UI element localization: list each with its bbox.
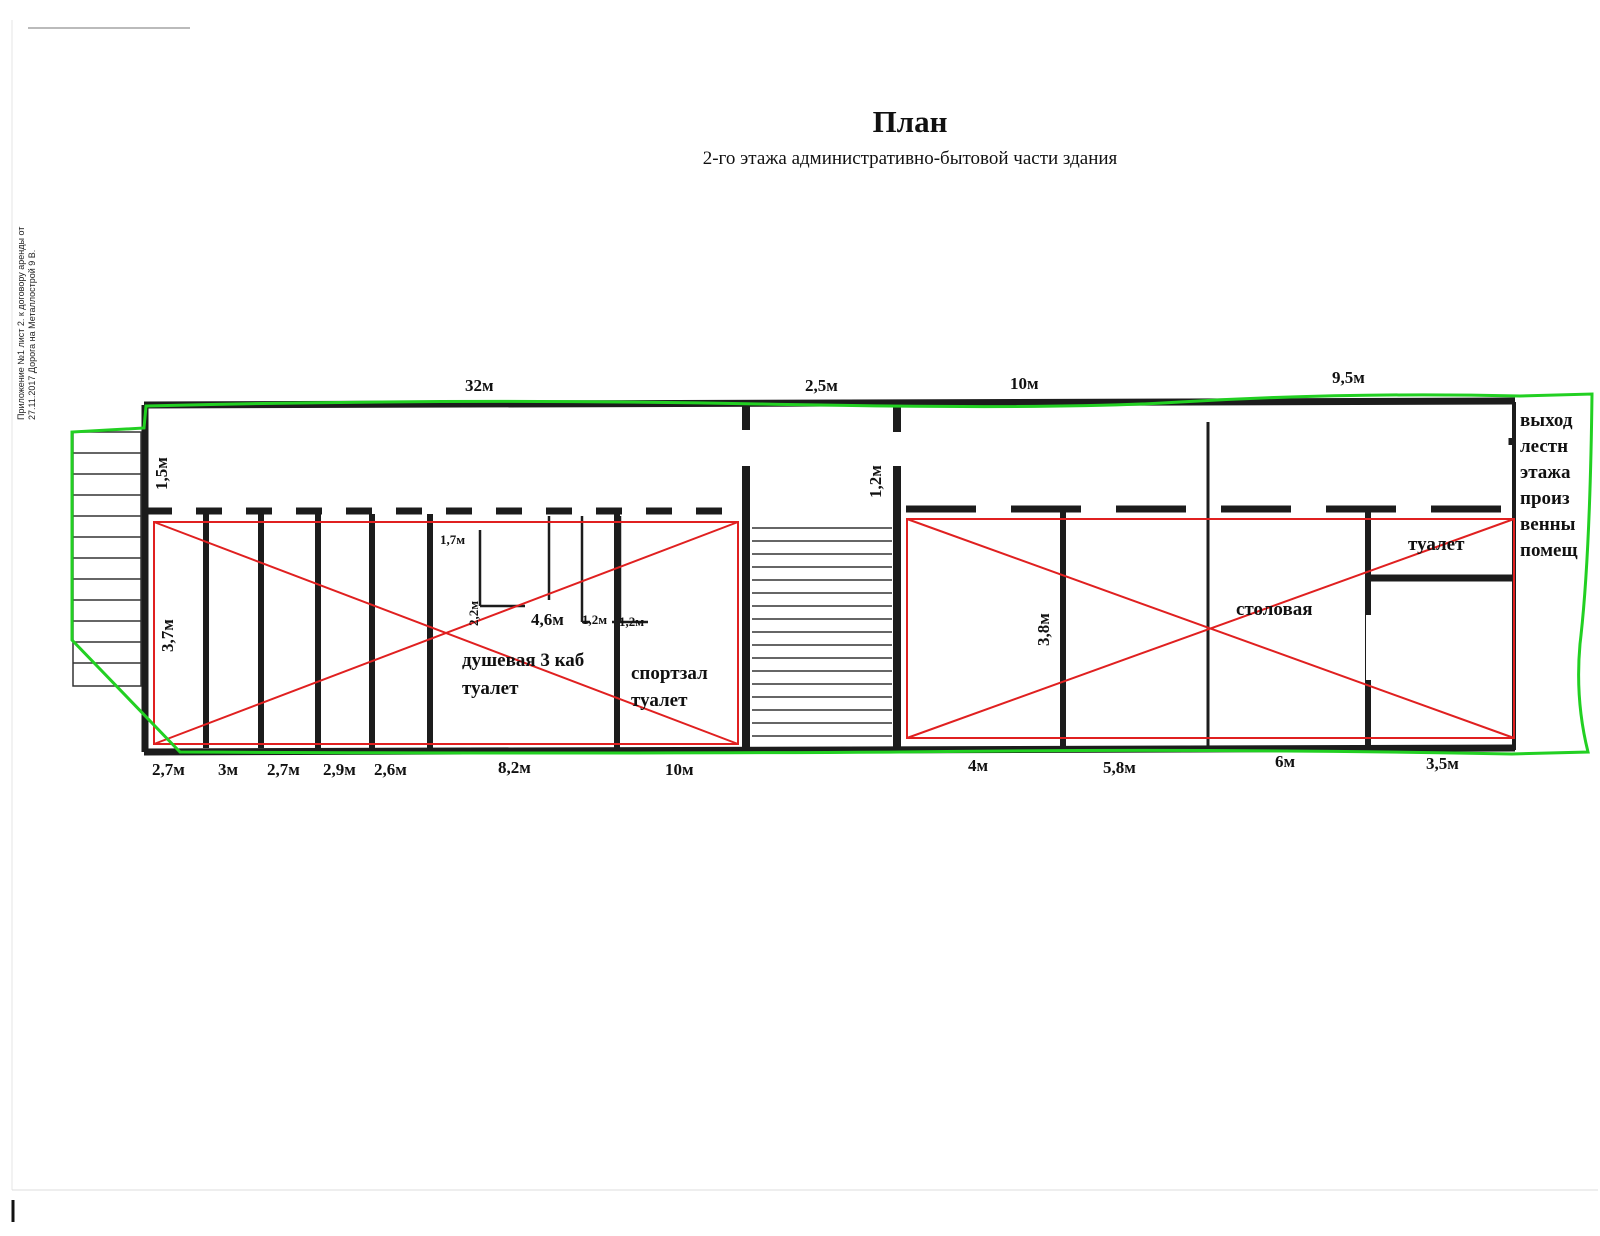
dim-top-label: 2,5м [805,376,838,395]
dim-shower: 4,6м [531,610,564,629]
dim-bottom-label: 2,7м [267,760,300,779]
dim-shower: 2,2м [466,600,481,626]
red-cross-right [906,518,1515,739]
dim-bottom-label: 4м [968,756,989,775]
dim-shower: 1,2м [582,612,608,627]
dim-corridor-left: 1,5м [152,457,171,490]
red-cross-left [153,521,739,745]
plan-subtitle: 2-го этажа административно-бытовой части… [702,148,1118,169]
exit-note-line: помещ [1520,540,1578,561]
exit-note-line: произ [1520,488,1570,509]
dim-bottom-label: 2,6м [374,760,407,779]
room-label-shower: душевая 3 каб [462,650,585,671]
central-stair [752,527,892,737]
right-partitions-thin [1206,422,1516,748]
exit-note: выход лестн этажа произ венны помещ [1520,408,1600,564]
room-label-gym: спортзал [631,663,708,684]
room-label-canteen: столовая [1236,599,1313,620]
dim-bottom-label: 3м [218,760,239,779]
exit-note-line: выход [1520,410,1573,431]
margin-note-line: 27.11.2017 Дорога на Металлострой 9 В. [27,249,37,420]
exit-note-line: лестн [1520,436,1569,457]
dim-bottom-label: 2,7м [152,760,185,779]
dim-shower: 1,2м [619,614,645,629]
dim-bottom-label: 2,9м [323,760,356,779]
room-label-gym-toilet: туалет [631,690,688,711]
exit-note-line: этажа [1520,462,1571,483]
shower-cabins [478,516,648,624]
room-label-toilet: туалет [462,678,519,699]
margin-note-line: Приложение №1 лист 2. к договору аренды … [16,226,26,420]
dim-bottom-label: 6м [1275,752,1296,771]
exit-note-line: венны [1520,514,1576,535]
left-partitions [203,514,620,748]
dim-top-label: 9,5м [1332,368,1365,387]
plan-title: План [872,104,948,139]
outer-wall-top [143,397,1516,409]
dim-top-label: 32м [465,376,494,395]
dim-bottom-label: 5,8м [1103,758,1136,777]
dim-top-label: 10м [1010,374,1039,393]
green-outline [70,392,1594,756]
dim-bottom-label: 10м [665,760,694,779]
dim-bottom-label: 3,5м [1426,754,1459,773]
dim-bottom-label: 8,2м [498,758,531,777]
margin-note: Приложение №1 лист 2. к договору аренды … [16,227,38,420]
dim-shower: 1,7м [440,532,466,547]
left-stair [72,431,142,687]
room-label-toilet-right: туалет [1408,534,1465,555]
dim-room-depth-right: 3,8м [1034,613,1053,646]
dim-room-depth-left: 3,7м [158,619,177,652]
dim-corridor-mid: 1,2м [866,465,885,498]
